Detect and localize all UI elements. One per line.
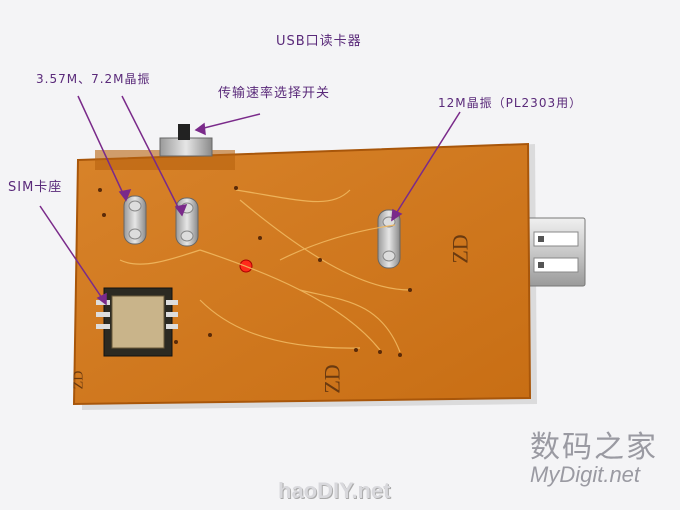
label-crystal-357: 3.57M、7.2M晶振 bbox=[36, 72, 151, 86]
label-speed-switch: 传输速率选择开关 bbox=[218, 86, 331, 101]
pcb-board bbox=[72, 142, 532, 406]
annotation-arrows bbox=[39, 95, 461, 306]
silk-zd-3: ZD bbox=[71, 370, 87, 390]
crystal-12m bbox=[377, 209, 401, 269]
jumper-wires bbox=[119, 189, 411, 353]
watermark-haodiy: haoDIY.net bbox=[278, 478, 391, 503]
label-sim-socket: SIM卡座 bbox=[8, 180, 63, 195]
silk-zd-1: ZD bbox=[447, 234, 473, 264]
speed-switch bbox=[159, 124, 213, 157]
watermark-site-cn: 数码之家 bbox=[530, 430, 658, 465]
crystal-72 bbox=[175, 197, 199, 247]
label-usb-reader: USB口读卡器 bbox=[276, 34, 362, 49]
label-crystal-12m: 12M晶振（PL2303用） bbox=[438, 96, 583, 110]
crystal-357 bbox=[123, 195, 147, 245]
vias bbox=[98, 186, 412, 357]
silk-zd-2: ZD bbox=[319, 364, 345, 394]
sim-socket bbox=[96, 287, 178, 357]
watermark-site-en: MyDigit.net bbox=[530, 462, 641, 487]
usb-connector bbox=[524, 217, 586, 287]
